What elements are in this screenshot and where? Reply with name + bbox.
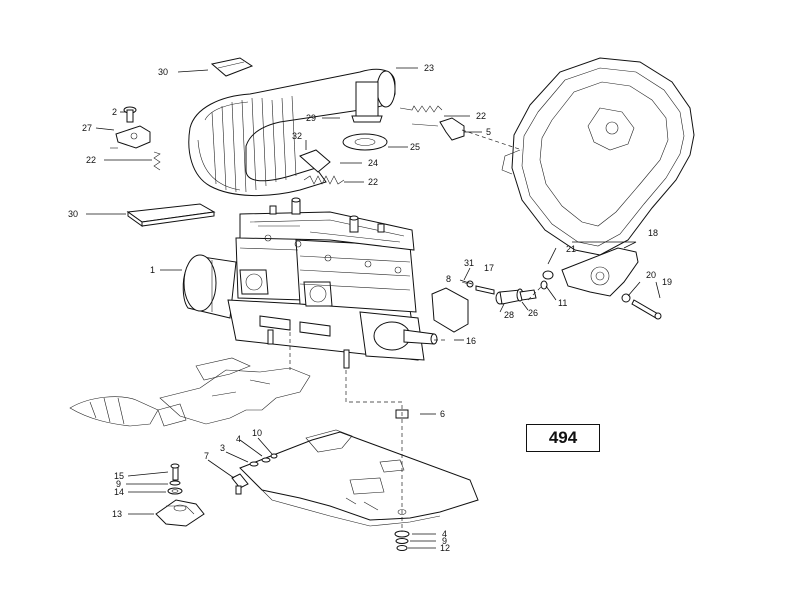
callout-31: 31 bbox=[464, 258, 474, 268]
page-number-box: 494 bbox=[526, 424, 600, 452]
callout-1: 1 bbox=[150, 265, 155, 275]
page-number: 494 bbox=[548, 428, 578, 447]
callout-7: 7 bbox=[204, 451, 209, 461]
callout-3: 3 bbox=[220, 443, 225, 453]
callout-6: 6 bbox=[440, 409, 445, 419]
callout-14: 14 bbox=[114, 487, 124, 497]
callout-9-right: 9 bbox=[442, 536, 447, 546]
callout-15: 15 bbox=[114, 471, 124, 481]
callout-19: 19 bbox=[662, 277, 672, 287]
callout-30-top: 30 bbox=[158, 67, 168, 77]
callout-27: 27 bbox=[82, 123, 92, 133]
callout-5: 5 bbox=[486, 127, 491, 137]
belt-guard-housing bbox=[501, 57, 695, 256]
callout-22-mid: 22 bbox=[368, 177, 378, 187]
callout-8: 8 bbox=[446, 274, 451, 284]
intake-manifold bbox=[69, 357, 311, 427]
bolt-stud bbox=[123, 106, 137, 123]
washer-stack-left bbox=[167, 463, 183, 495]
callout-23: 23 bbox=[424, 63, 434, 73]
callout-16: 16 bbox=[466, 336, 476, 346]
engine-mount-plate bbox=[239, 429, 479, 527]
tuned-pipe bbox=[188, 68, 396, 197]
gasket bbox=[342, 133, 388, 151]
support-bracket bbox=[540, 247, 662, 320]
callout-22-top: 22 bbox=[476, 111, 486, 121]
callout-25: 25 bbox=[410, 142, 420, 152]
callout-13: 13 bbox=[112, 509, 122, 519]
spring-middle bbox=[303, 175, 345, 185]
callout-17: 17 bbox=[484, 263, 494, 273]
callout-28: 28 bbox=[504, 310, 514, 320]
spring-top bbox=[399, 105, 443, 113]
callout-12: 12 bbox=[440, 543, 450, 553]
heat-shield-pad bbox=[126, 203, 216, 227]
callout-9-left: 9 bbox=[116, 479, 121, 489]
cover-plate bbox=[431, 287, 469, 333]
callout-4-left: 4 bbox=[236, 434, 241, 444]
spring-left bbox=[153, 151, 161, 171]
rubber-mount bbox=[155, 499, 205, 527]
engine-assembly bbox=[182, 197, 438, 369]
bolt-17-31 bbox=[466, 280, 495, 295]
callout-26: 26 bbox=[528, 308, 538, 318]
callout-4-right: 4 bbox=[442, 529, 447, 539]
callout-30-mid: 30 bbox=[68, 209, 78, 219]
callout-22-left: 22 bbox=[86, 155, 96, 165]
washer-stack-right bbox=[394, 530, 410, 551]
callout-21: 21 bbox=[566, 244, 576, 254]
bushing-26-28 bbox=[495, 288, 537, 305]
callout-24: 24 bbox=[368, 158, 378, 168]
callout-29: 29 bbox=[306, 113, 316, 123]
mount-bracket bbox=[115, 125, 151, 149]
callout-10: 10 bbox=[252, 428, 262, 438]
callout-20: 20 bbox=[646, 270, 656, 280]
callout-labels: 30 23 2 27 22 29 22 5 32 25 24 22 30 1 1… bbox=[68, 63, 672, 553]
callout-2: 2 bbox=[112, 107, 117, 117]
heat-shield-top bbox=[210, 57, 254, 77]
bracket bbox=[439, 117, 465, 141]
stud-hardware bbox=[231, 453, 278, 495]
callout-32: 32 bbox=[292, 131, 302, 141]
callout-18: 18 bbox=[648, 228, 658, 238]
callout-11: 11 bbox=[558, 298, 567, 308]
